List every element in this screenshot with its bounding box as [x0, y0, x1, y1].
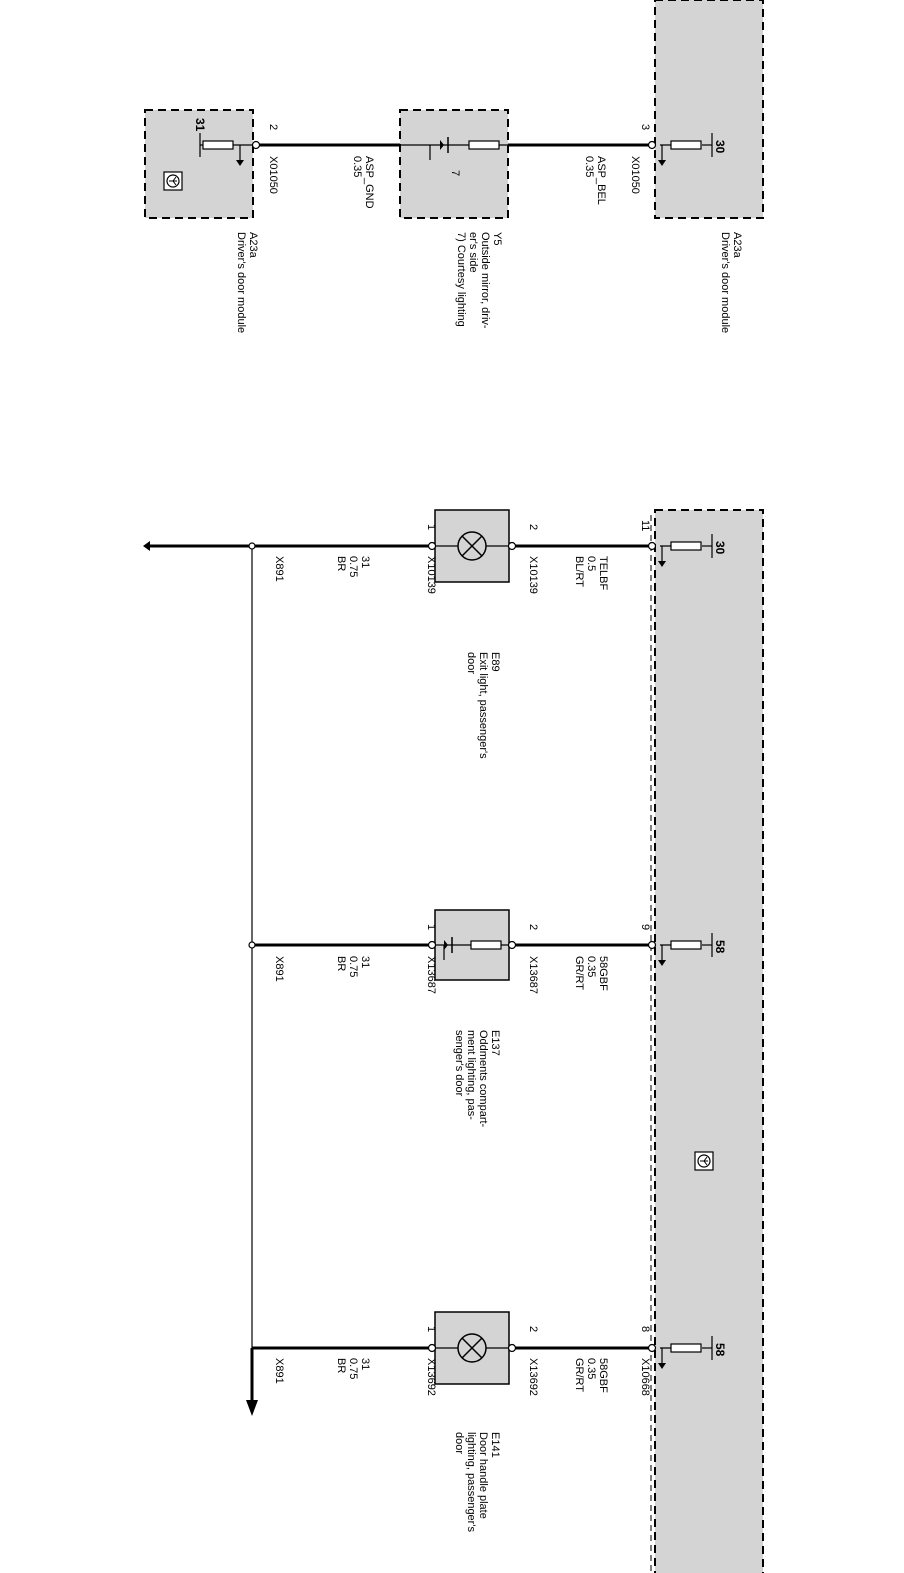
ground-label: X891	[273, 956, 285, 982]
wire-gauge: 0.35	[585, 956, 597, 977]
component-desc: door	[453, 1432, 465, 1454]
circuit-e137: 58 9 58GBF 0.35 GR/RT X13687 2 E137 Oddm…	[248, 909, 727, 1128]
ground-label: X891	[273, 1358, 285, 1384]
component-desc: ment lighting, pas-	[465, 1030, 477, 1120]
component-desc: Door handle plate	[477, 1432, 489, 1519]
module-id: A23a	[247, 232, 259, 259]
circuit-e89: 30 11 TELBF 0.5 BL/RT X10139 2 E89 Exit …	[248, 509, 727, 759]
component-desc: door	[465, 652, 477, 674]
module-name: Driver's door module	[719, 232, 731, 333]
wire-signal: ASP_GND	[363, 156, 375, 209]
component-desc: lighting, passenger's	[465, 1432, 477, 1532]
wire-signal: 31	[359, 1358, 371, 1370]
pin-label: 2	[527, 924, 539, 930]
wire-signal: ASP_BEL	[595, 156, 607, 205]
component-desc: 7) Courtesy lighting	[455, 232, 467, 327]
connector-label: X13687	[425, 956, 437, 994]
component-id: Y5	[491, 232, 503, 245]
lamp-icon	[457, 1333, 487, 1363]
component-id: E137	[489, 1030, 501, 1056]
component-desc: Oddments compart-	[477, 1030, 489, 1128]
arrow-down-icon	[246, 1400, 258, 1416]
pin-label: 1	[425, 1326, 437, 1332]
component-desc: Exit light, passenger's	[477, 652, 489, 759]
module-symbol-icon	[163, 171, 183, 191]
terminal-label: 30	[713, 541, 727, 555]
circuit-e141: 58 8 X10668 58GBF 0.35 GR/RT X13692 2 E1…	[252, 1311, 727, 1532]
module-a23a-upper-left: 31	[144, 109, 254, 219]
wire-gauge: 0.35	[583, 156, 595, 177]
wire-signal: 58GBF	[597, 956, 609, 991]
module-name: Driver's door module	[235, 232, 247, 333]
connector-label: X13692	[425, 1358, 437, 1396]
connector-label: X01050	[629, 156, 641, 194]
pin-label: 2	[267, 124, 279, 130]
terminal-label: 58	[713, 1343, 727, 1357]
pin-label: 2	[527, 1326, 539, 1332]
module-a23a-lower	[654, 509, 764, 1573]
component-desc: er's side	[467, 232, 479, 273]
wire-color: BR	[335, 1358, 347, 1373]
component-id: E89	[489, 652, 501, 672]
lamp-icon	[457, 531, 487, 561]
wire-gauge: 0.75	[347, 556, 359, 577]
pin-label: 1	[425, 924, 437, 930]
pin-label: 8	[639, 1326, 651, 1332]
connector-label: X10139	[527, 556, 539, 594]
wire-signal: TELBF	[597, 556, 609, 591]
connector-label: X10139	[425, 556, 437, 594]
wire-color: BR	[335, 956, 347, 971]
component-desc: Outside mirror, driv-	[479, 232, 491, 329]
wire-gauge: 0.5	[585, 556, 597, 571]
terminal-label: 30	[713, 140, 727, 154]
wire-signal: 58GBF	[597, 1358, 609, 1393]
ground-label: X891	[273, 556, 285, 582]
led-icon	[443, 937, 502, 960]
module-id: A23a	[731, 232, 743, 259]
wire-gauge: 0.35	[351, 156, 363, 177]
module-symbol-icon	[694, 1151, 714, 1171]
component-y5: 7	[399, 109, 509, 219]
pin-label: 3	[639, 124, 651, 130]
component-id: E141	[489, 1432, 501, 1458]
top-section: 30 3 X01050 A23a Driver's door module AS…	[144, 0, 764, 333]
wire-gauge: 0.35	[585, 1358, 597, 1379]
bottom-section: 30 11 TELBF 0.5 BL/RT X10139 2 E89 Exit …	[143, 509, 764, 1573]
wire-color: BL/RT	[573, 556, 585, 587]
pin-label: 1	[425, 524, 437, 530]
component-desc: senger's door	[453, 1030, 465, 1097]
wire-signal: 31	[359, 556, 371, 568]
wire-color: GR/RT	[573, 956, 585, 990]
wire-color: BR	[335, 556, 347, 571]
pin-label: 2	[527, 524, 539, 530]
pin-label: 11	[639, 520, 651, 531]
terminal-label: 31	[193, 118, 207, 132]
y5-number: 7	[449, 170, 461, 176]
wire-color: GR/RT	[573, 1358, 585, 1392]
wire-signal: 31	[359, 956, 371, 968]
connector-label: X10668	[639, 1358, 651, 1396]
connector-label: X13692	[527, 1358, 539, 1396]
connector-label: X01050	[267, 156, 279, 194]
wire-gauge: 0.75	[347, 1358, 359, 1379]
pin-label: 9	[639, 924, 651, 930]
connector-label: X13687	[527, 956, 539, 994]
terminal-label: 58	[713, 940, 727, 954]
module-a23a-upper-right: 30	[654, 0, 764, 219]
wire-gauge: 0.75	[347, 956, 359, 977]
